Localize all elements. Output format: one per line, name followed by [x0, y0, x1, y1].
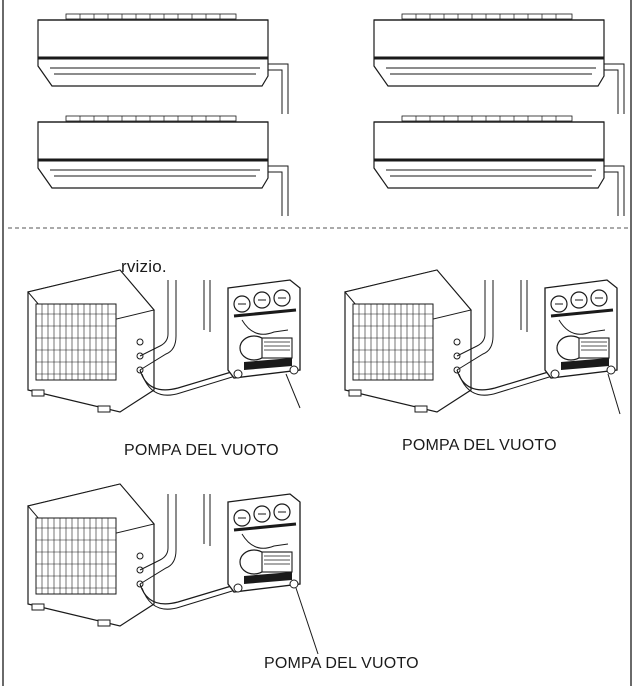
pump-leader-line-1	[285, 373, 301, 409]
pump-leader-line-3	[295, 587, 319, 655]
outdoor-unit-vacuum-set-3	[26, 482, 302, 628]
vacuum-pump-label-3: POMPA DEL VUOTO	[264, 655, 419, 672]
indoor-unit-bottom-left	[36, 114, 290, 218]
indoor-unit-top-left	[36, 12, 290, 116]
cropped-text-fragment: rvizio.	[121, 257, 167, 276]
indoor-unit-top-right	[372, 12, 626, 116]
indoor-unit-bottom-right	[372, 114, 626, 218]
vacuum-pump-label-2: POMPA DEL VUOTO	[402, 437, 557, 454]
outdoor-unit-vacuum-set-1	[26, 268, 302, 414]
pump-leader-line-2	[607, 373, 621, 415]
vacuum-pump-label-1: POMPA DEL VUOTO	[124, 442, 279, 459]
outdoor-unit-vacuum-set-2	[343, 268, 619, 414]
